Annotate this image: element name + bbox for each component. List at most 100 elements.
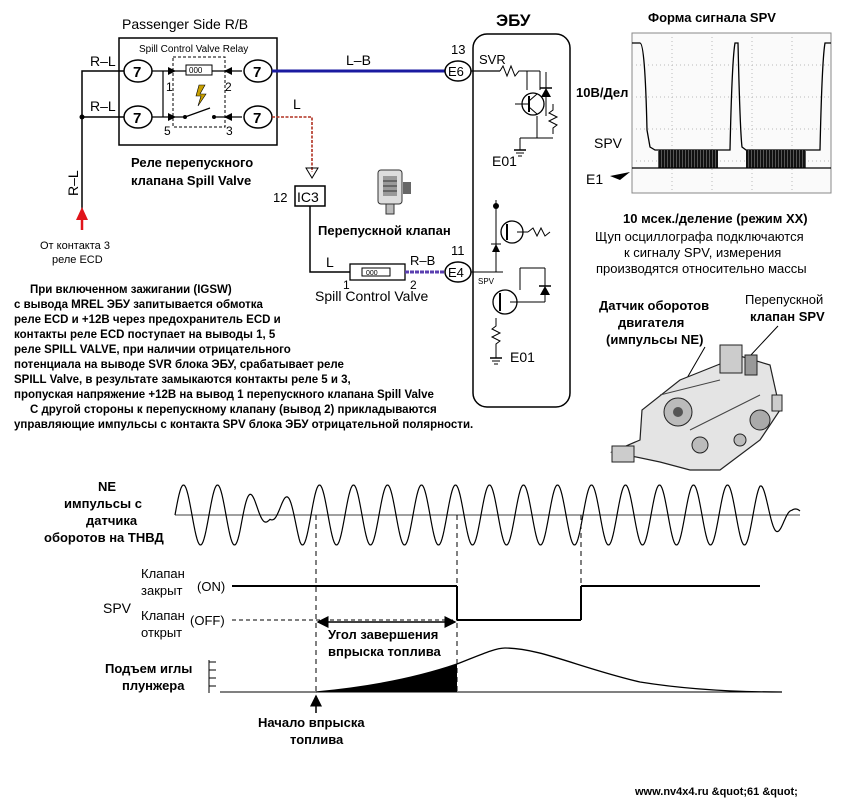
svg-text:E01: E01 (510, 349, 535, 365)
ecu-block: ЭБУ 13 E6 SVR E01 11 E4 S (444, 11, 571, 408)
relay-caption-2: клапана Spill Valve (131, 173, 251, 188)
svg-text:(OFF): (OFF) (190, 613, 225, 628)
svg-text:IC3: IC3 (297, 189, 319, 205)
svg-text:оборотов на ТНВД: оборотов на ТНВД (44, 530, 164, 545)
svg-text:L: L (326, 254, 334, 270)
svg-text:L–B: L–B (346, 52, 371, 68)
svg-text:3: 3 (226, 124, 233, 138)
svg-text:Начало впрыска: Начало впрыска (258, 715, 365, 730)
ecu-frame (472, 33, 571, 408)
plunger-lift-curve (315, 647, 783, 693)
svg-text:датчика: датчика (86, 513, 138, 528)
svg-text:E01: E01 (492, 153, 517, 169)
svg-text:Щуп осциллографа подключаются: Щуп осциллографа подключаются (595, 229, 804, 244)
oscilloscope-title: Форма сигнала SPV (648, 10, 776, 25)
svg-text:к сигналу SPV, измерения: к сигналу SPV, измерения (624, 245, 781, 260)
svg-text:R–B: R–B (410, 253, 435, 268)
svg-text:реле SPILL VALVE, при наличии: реле SPILL VALVE, при наличии отрицатель… (14, 344, 291, 356)
svg-text:При включенном зажигании (IGSW: При включенном зажигании (IGSW) (30, 284, 232, 296)
relay-caption-1: Реле перепускного (131, 155, 253, 170)
svg-text:7: 7 (253, 110, 261, 127)
svg-text:плунжера: плунжера (122, 678, 185, 693)
svg-text:Клапан: Клапан (141, 566, 185, 581)
svg-text:клапан SPV: клапан SPV (750, 309, 825, 324)
svg-text:5: 5 (164, 124, 171, 138)
relay-name: Spill Control Valve Relay (139, 44, 248, 55)
svg-text:10 мсек./деление (режим XX): 10 мсек./деление (режим XX) (623, 211, 808, 226)
svg-text:E1: E1 (586, 171, 603, 187)
svg-text:Датчик оборотов: Датчик оборотов (599, 298, 709, 313)
injection-period-fill (316, 664, 457, 692)
svg-text:Перепускной: Перепускной (745, 292, 823, 307)
footer-watermark: www.nv4x4.ru &quot;61 &quot; (634, 786, 798, 798)
svg-text:открыт: открыт (141, 625, 182, 640)
svg-text:контакты реле ECD поступает на: контакты реле ECD поступает на выводы 1,… (14, 329, 276, 341)
svg-text:SPILL Valve, в результате замы: SPILL Valve, в результате замыкаются кон… (14, 374, 351, 386)
svg-text:двигателя: двигателя (618, 315, 684, 330)
svg-text:SPV: SPV (594, 135, 623, 151)
svg-text:7: 7 (133, 110, 141, 127)
svg-text:управляющие импульсы с контакт: управляющие импульсы с контакта SPV блок… (14, 419, 473, 431)
svg-text:топлива: топлива (290, 732, 344, 747)
spill-valve-photo (377, 169, 411, 215)
oscilloscope: Форма сигнала SPV 10В/Дел SPV E1 10 мсек… (576, 10, 832, 276)
svg-text:SVR: SVR (479, 52, 506, 67)
spv-pulse-burst-2 (746, 150, 806, 168)
svg-text:7: 7 (253, 64, 261, 81)
svg-text:Клапан: Клапан (141, 608, 185, 623)
svg-text:R–L: R–L (65, 170, 81, 196)
svg-text:закрыт: закрыт (141, 583, 182, 598)
svg-text:(импульсы NE): (импульсы NE) (606, 332, 703, 347)
svg-text:потенциала на выводе SVR блока: потенциала на выводе SVR блока ЭБУ, сраб… (14, 359, 344, 371)
svg-text:R–L: R–L (90, 53, 116, 69)
wire-r-l (81, 70, 124, 214)
svg-text:SPV: SPV (103, 600, 132, 616)
spv-waveform (632, 42, 831, 151)
svg-text:реле ECD и +12В через предохра: реле ECD и +12В через предохранитель ECD… (14, 314, 281, 326)
spill-valve-title: Перепускной клапан (318, 223, 451, 238)
lightning-icon (195, 84, 207, 107)
wire-l (272, 116, 313, 172)
svg-text:12: 12 (273, 190, 287, 205)
svg-text:с вывода MREL ЭБУ запитывается: с вывода MREL ЭБУ запитывается обмотка (14, 299, 263, 311)
svg-text:R–L: R–L (90, 98, 116, 114)
svg-text:С другой стороны к перепускном: С другой стороны к перепускному клапану … (30, 404, 437, 416)
ecd-source-2: реле ECD (52, 254, 103, 266)
relay-box: Passenger Side R/B Spill Control Valve R… (118, 16, 278, 188)
svg-text:1: 1 (343, 278, 350, 292)
svg-text:E4: E4 (448, 265, 464, 280)
svg-text:1: 1 (166, 80, 173, 94)
svg-text:пропуская напряжение +12В на в: пропуская напряжение +12В на вывод 1 пер… (14, 389, 434, 401)
relay-coil (185, 64, 213, 76)
svg-text:2: 2 (225, 80, 232, 94)
svg-text:производятся относительно масс: производятся относительно массы (596, 261, 807, 276)
power-source-arrow-icon (76, 207, 88, 220)
wiring: R–L R–L R–L От контакта 3 реле ECD L–B L… (40, 52, 451, 304)
relay-inner (172, 56, 226, 128)
lift-scale (208, 660, 216, 693)
ne-waveform (174, 484, 801, 546)
e1-marker-icon (610, 172, 630, 180)
timing-diagram: NE импульсы с датчика оборотов на ТНВД S… (44, 479, 801, 747)
svg-text:11: 11 (451, 243, 465, 258)
description-text: При включенном зажигании (IGSW) с вывода… (14, 284, 473, 431)
svg-text:Подъем иглы: Подъем иглы (105, 661, 192, 676)
svg-text:7: 7 (133, 64, 141, 81)
spill-valve-label: Spill Control Valve (315, 288, 429, 304)
svg-text:L: L (293, 96, 301, 112)
ecu-title: ЭБУ (496, 11, 531, 30)
svg-text:E6: E6 (448, 64, 464, 79)
svg-text:2: 2 (410, 278, 417, 292)
relay-box-frame (118, 37, 278, 146)
svg-text:SPV: SPV (478, 277, 495, 286)
injection-pump-photo: Датчик оборотов двигателя (импульсы NE) … (599, 292, 825, 471)
relay-box-title: Passenger Side R/B (122, 16, 248, 32)
svg-text:13: 13 (451, 42, 465, 57)
spv-pulse-burst-1 (658, 150, 718, 168)
svg-text:Угол завершения: Угол завершения (328, 627, 438, 642)
svg-text:(ON): (ON) (197, 579, 225, 594)
svg-text:000: 000 (366, 270, 378, 277)
svg-text:впрыска топлива: впрыска топлива (328, 644, 442, 659)
svg-text:000: 000 (189, 66, 203, 75)
